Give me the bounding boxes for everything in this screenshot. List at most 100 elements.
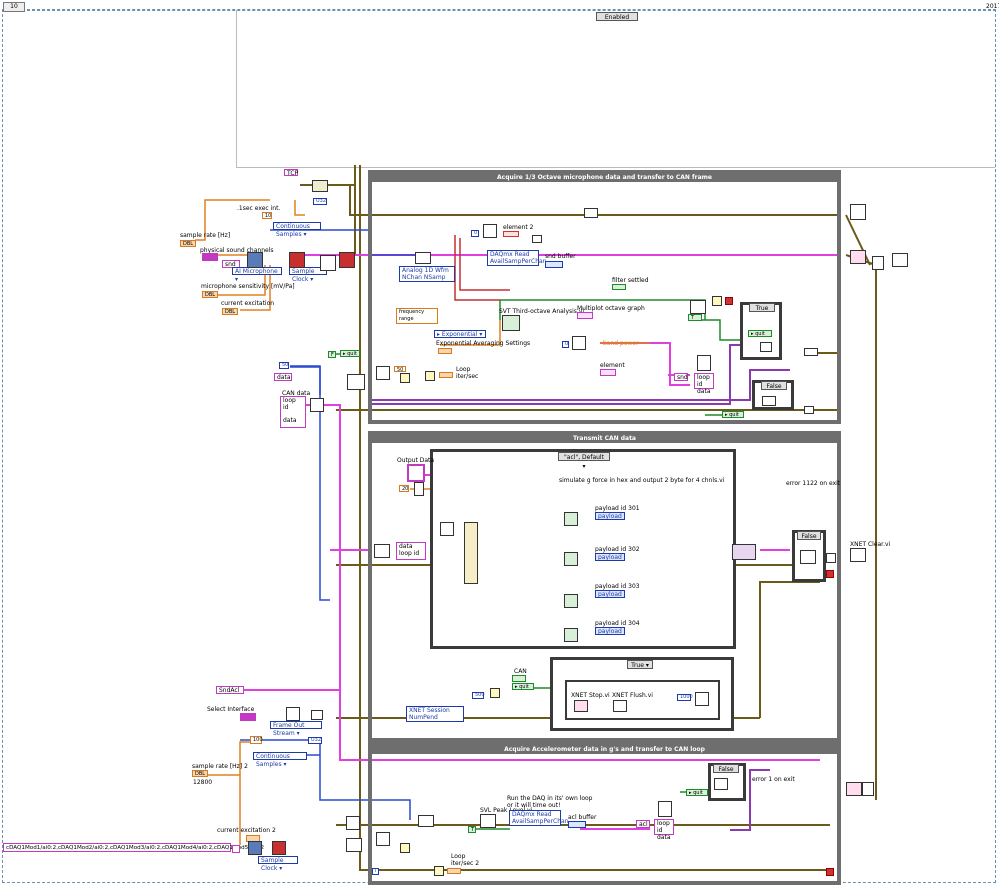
dequeue-icon[interactable] bbox=[374, 544, 390, 558]
element2-index[interactable]: 0 bbox=[471, 230, 479, 237]
exp-avg-control[interactable] bbox=[438, 348, 452, 354]
numeric-50-constant[interactable]: 50 bbox=[279, 362, 289, 369]
stop-constant[interactable]: F bbox=[328, 351, 336, 358]
iteration-terminal[interactable]: 10 bbox=[3, 2, 25, 12]
open-connection-node[interactable] bbox=[312, 180, 328, 192]
daqmx-start-icon[interactable] bbox=[339, 252, 355, 268]
sim-vi-2-icon[interactable] bbox=[564, 552, 578, 566]
exponential-enum[interactable]: ▸ Exponential ▾ bbox=[434, 330, 486, 338]
xnet-stop-icon[interactable] bbox=[574, 700, 588, 712]
divide-icon[interactable] bbox=[400, 373, 410, 383]
sim-vi-1-icon[interactable] bbox=[564, 512, 578, 526]
acc-cluster-icon[interactable] bbox=[658, 801, 672, 817]
index-array-2-icon[interactable] bbox=[690, 300, 706, 314]
stop-can-icon[interactable] bbox=[826, 570, 834, 578]
u32-constant[interactable]: U32 bbox=[313, 198, 327, 205]
event-case-selector[interactable]: Enabled bbox=[596, 12, 638, 21]
register-icon[interactable] bbox=[762, 396, 776, 406]
select-icon[interactable] bbox=[584, 208, 598, 218]
const-50-mic[interactable]: 50 bbox=[394, 366, 406, 373]
sample-rate-control[interactable]: DBL bbox=[180, 240, 196, 247]
wait-ms-icon[interactable] bbox=[695, 692, 709, 706]
snd-constant-2[interactable]: snd bbox=[674, 373, 688, 381]
sample-clock-enum[interactable]: Sample Clock ▾ bbox=[289, 267, 327, 283]
daqmx-read-acc-node[interactable]: DAQmx Read AvailSampPerChan bbox=[509, 810, 569, 826]
acc-stop-icon[interactable] bbox=[826, 868, 834, 876]
acc-register-icon[interactable] bbox=[714, 778, 728, 790]
xnet-start-icon[interactable] bbox=[311, 710, 323, 720]
sim-vi-4-icon[interactable] bbox=[564, 628, 578, 642]
frame-out-stream-enum[interactable]: Frame Out Stream ▾ bbox=[270, 721, 322, 737]
xnet-flush-icon[interactable] bbox=[613, 700, 627, 712]
acl-constant[interactable]: acl bbox=[636, 820, 650, 828]
mic-true-selector[interactable]: True bbox=[749, 303, 775, 312]
greater-than-icon[interactable] bbox=[490, 688, 500, 698]
frequency-range-control[interactable]: frequency range bbox=[396, 308, 438, 324]
can-quit-local[interactable]: ▸ quit bbox=[512, 683, 534, 690]
acc-constant[interactable] bbox=[232, 845, 240, 853]
mic-false-selector[interactable]: False bbox=[761, 381, 787, 390]
acc-divide-icon[interactable] bbox=[400, 843, 410, 853]
daqmx-read-node[interactable]: DAQmx Read AvailSampPerChan bbox=[487, 250, 547, 266]
loop-id-bundle[interactable]: loop id data bbox=[694, 373, 714, 395]
acc-loop-id-bundle[interactable]: loop id data bbox=[654, 819, 674, 841]
xnet-create-icon[interactable] bbox=[286, 707, 300, 721]
acc-bool-const[interactable]: T bbox=[468, 826, 476, 833]
analog-wfm-enum[interactable]: Analog 1D Wfm NChan NSamp bbox=[399, 266, 455, 282]
xnet-clear-icon[interactable] bbox=[850, 548, 866, 562]
bundle-icon-right[interactable] bbox=[804, 348, 818, 356]
destroy-queue-icon[interactable] bbox=[850, 250, 866, 264]
acc-quit-local[interactable]: ▸ quit bbox=[686, 789, 708, 796]
physical-channels-control[interactable] bbox=[202, 253, 218, 261]
array-index-icon[interactable] bbox=[483, 224, 497, 238]
unbundle-data[interactable]: data loop id bbox=[396, 542, 426, 560]
snd-constant[interactable]: snd bbox=[222, 260, 240, 268]
daqmx-acc-create-icon[interactable] bbox=[248, 841, 262, 855]
const-20[interactable]: 20 bbox=[399, 485, 409, 492]
quit-local-2[interactable]: ▸ quit bbox=[722, 411, 744, 418]
const-100-acc[interactable]: 100 bbox=[250, 736, 263, 744]
register-right-icon[interactable] bbox=[804, 406, 814, 414]
continuous-samples-acc[interactable]: Continuous Samples ▾ bbox=[253, 752, 307, 768]
tick-count-icon[interactable] bbox=[376, 366, 390, 380]
close-x-icon[interactable] bbox=[760, 342, 772, 352]
ai-microphone-enum[interactable]: AI Microphone ▾ bbox=[232, 267, 282, 283]
can-true-selector[interactable]: True ▾ bbox=[627, 660, 653, 669]
exec-interval-constant[interactable]: 10 bbox=[262, 212, 272, 219]
band-array-index-icon[interactable] bbox=[572, 336, 586, 350]
band-index-const[interactable]: 0 bbox=[562, 341, 569, 348]
compare-icon[interactable] bbox=[532, 235, 542, 243]
sensitivity-control[interactable]: DBL bbox=[202, 291, 218, 298]
daqmx-start2-icon[interactable] bbox=[320, 255, 336, 271]
xnet-session-node[interactable]: XNET Session NumPend bbox=[406, 706, 464, 722]
sample-rate-2-control[interactable]: DBL bbox=[192, 770, 208, 777]
tcp-constant[interactable]: TCP bbox=[284, 169, 298, 177]
current-excitation-control[interactable]: DBL bbox=[222, 308, 238, 315]
or-icon[interactable] bbox=[712, 296, 722, 306]
acc-multiply-icon[interactable] bbox=[434, 866, 444, 876]
loop-id-cluster-icon[interactable] bbox=[697, 355, 711, 371]
payload-303[interactable]: payload bbox=[595, 590, 625, 598]
build-array-icon[interactable] bbox=[414, 482, 424, 496]
multiply-icon[interactable] bbox=[425, 371, 435, 381]
split-array-icon[interactable] bbox=[440, 522, 454, 536]
xnet-write-icon[interactable] bbox=[800, 550, 816, 564]
acc-false-selector[interactable]: False bbox=[713, 764, 739, 773]
merge-errors-icon[interactable] bbox=[872, 256, 884, 270]
simple-error-icon[interactable] bbox=[892, 253, 908, 267]
bool-true-constant[interactable]: T bbox=[688, 314, 702, 321]
snd-acl-constant[interactable]: SndAcl bbox=[216, 686, 244, 694]
daqmx-create-channel-icon[interactable] bbox=[247, 252, 263, 268]
stop-icon[interactable] bbox=[725, 297, 733, 305]
can-case-selector[interactable]: "acl", Default ▾ bbox=[558, 452, 610, 470]
const-1000[interactable]: 1000 bbox=[677, 694, 693, 701]
acc-tick-count-icon[interactable] bbox=[376, 832, 390, 846]
release-close-icon[interactable] bbox=[850, 204, 866, 220]
can-false-selector[interactable]: False bbox=[797, 531, 821, 540]
daqmx-timing-icon[interactable] bbox=[289, 252, 305, 268]
can-bool-const[interactable] bbox=[512, 675, 526, 682]
daqmx-acc-start-icon[interactable] bbox=[346, 816, 360, 830]
acc-channels-constant[interactable]: cDAQ1Mod1/ai0:2,cDAQ1Mod2/ai0:2,cDAQ1Mod… bbox=[3, 843, 264, 852]
acc-clear-task-icon[interactable] bbox=[846, 782, 862, 796]
daqmx-acc-read-icon[interactable] bbox=[418, 815, 434, 827]
